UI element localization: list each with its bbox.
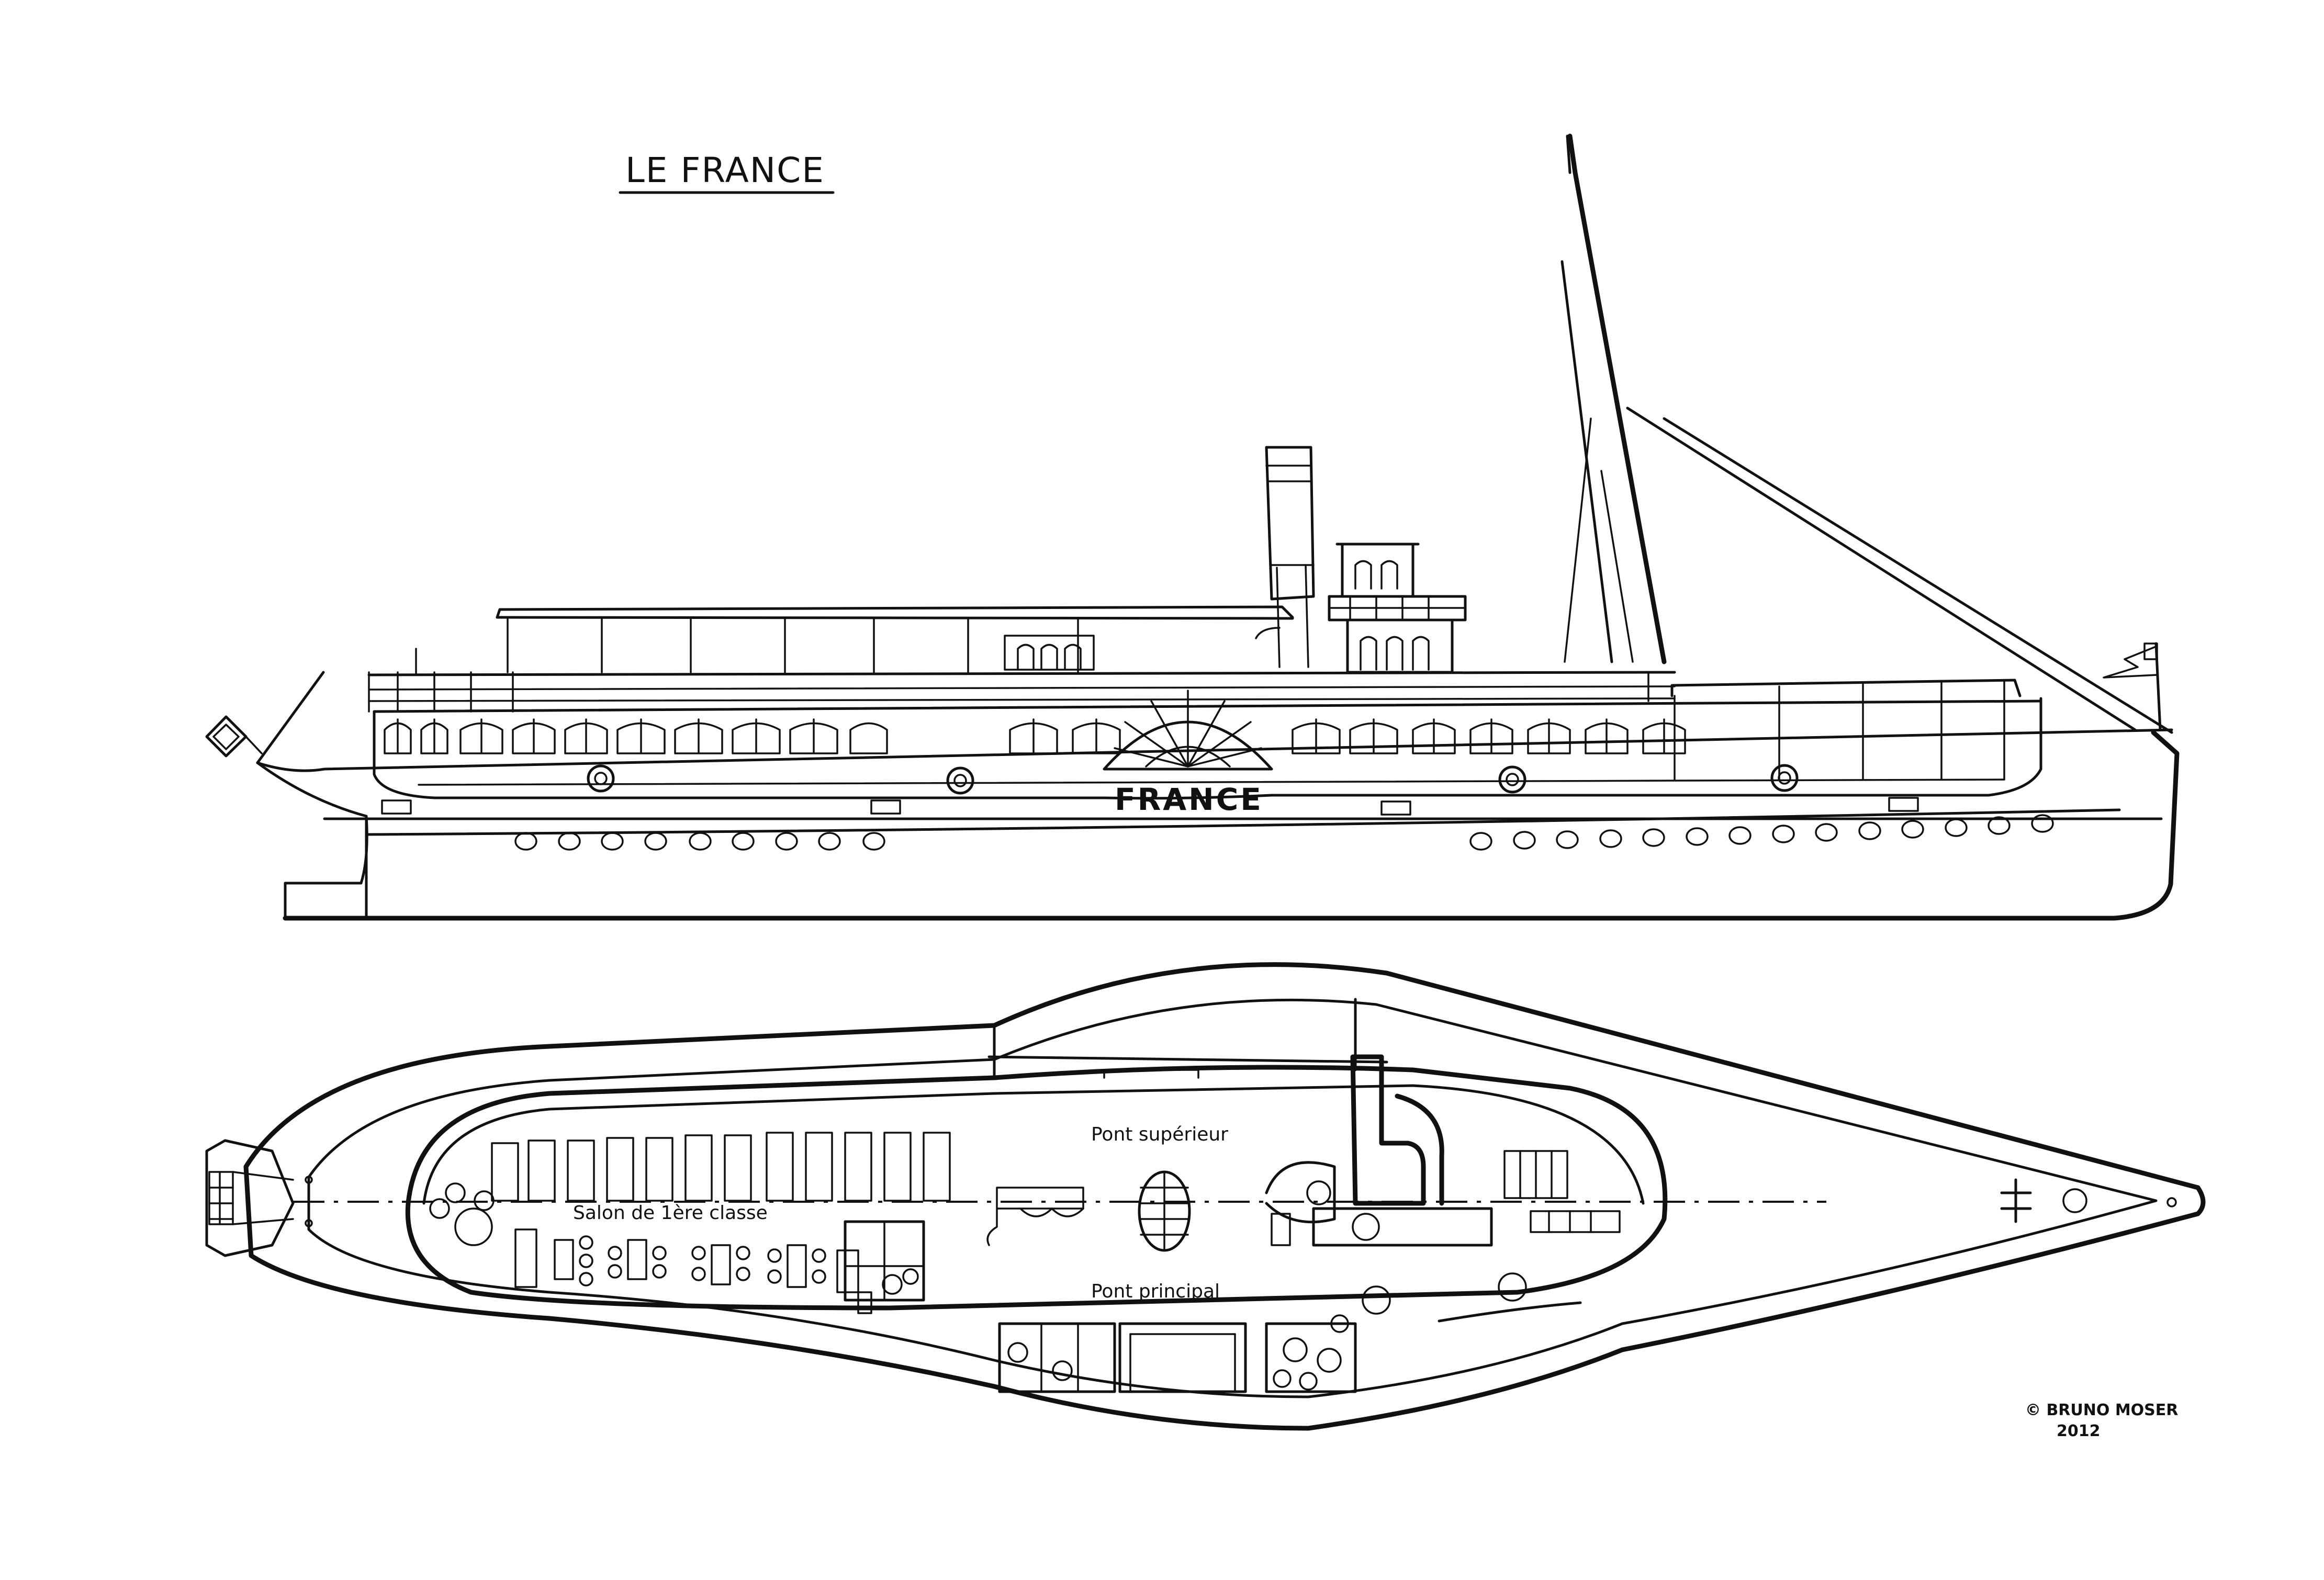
fender xyxy=(1380,800,1411,816)
main-deckhouse-outline xyxy=(373,697,2042,800)
rubbing-strake xyxy=(365,808,2121,836)
funnel xyxy=(1255,446,1315,668)
saloon-tables xyxy=(429,1182,859,1293)
main-deck-windows xyxy=(384,718,1686,754)
wheelhouse xyxy=(1328,543,1467,674)
hull-outline xyxy=(283,730,2180,921)
saloon-benches xyxy=(491,1132,951,1202)
deck-line xyxy=(418,778,2005,786)
plan-gunwale xyxy=(307,998,2158,1398)
deck-plan xyxy=(205,962,2206,1431)
signature-line-1: © BRUNO MOSER xyxy=(2025,1401,2178,1419)
diamond-lantern-icon xyxy=(205,715,263,758)
skylight xyxy=(1138,1170,1191,1252)
signature-line-2: 2012 xyxy=(2057,1422,2101,1440)
drawing-title: LE FRANCE xyxy=(625,150,825,190)
stairwell-rooms xyxy=(844,1220,925,1314)
label-upper-deck: Pont supérieur xyxy=(1091,1124,1228,1145)
aft-deck xyxy=(1670,679,2022,781)
label-salon: Salon de 1ère classe xyxy=(573,1202,768,1224)
fender xyxy=(1888,797,1919,812)
engine-casing xyxy=(1265,1054,1493,1247)
upper-deck-railing xyxy=(367,648,1676,713)
side-elevation: FRANCE xyxy=(205,133,2180,921)
lifebuoy-icon xyxy=(587,764,1799,795)
lower-portholes xyxy=(514,814,2054,851)
mast-rigging xyxy=(1560,133,2173,734)
rail-curve xyxy=(1438,1301,1582,1323)
main-deck-rooms xyxy=(998,1314,1357,1393)
bow-detail xyxy=(205,1139,313,1257)
plan-hull-outline xyxy=(243,962,2206,1431)
deck-edge xyxy=(373,699,2042,713)
bow-stem-rake xyxy=(256,671,325,764)
bow-cutwater xyxy=(256,761,368,920)
bow-sheer-line xyxy=(256,728,2173,772)
hatch xyxy=(1498,1272,1527,1302)
label-main-deck: Pont principal xyxy=(1091,1281,1220,1302)
aft-benches xyxy=(1503,1150,1621,1233)
fender xyxy=(870,799,901,815)
fender xyxy=(381,799,412,815)
stern-capstan xyxy=(2000,1178,2177,1223)
hatch xyxy=(1362,1285,1391,1315)
upper-saloon xyxy=(496,605,1294,673)
flag-icon xyxy=(2103,642,2162,731)
sunburst-icon xyxy=(1103,690,1273,771)
hull-name: FRANCE xyxy=(1115,782,1263,817)
